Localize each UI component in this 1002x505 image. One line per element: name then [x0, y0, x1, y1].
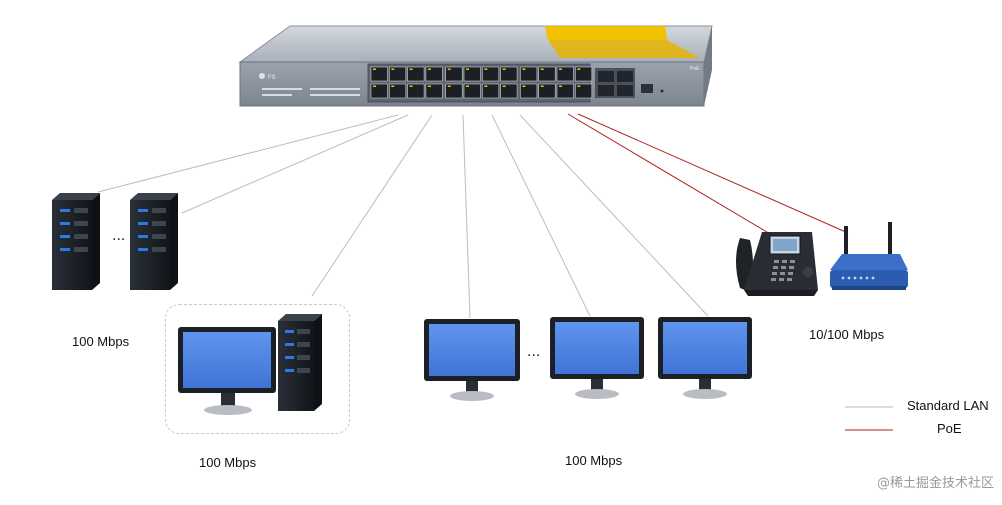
switch-port [463, 83, 481, 99]
monitor-ellipsis: ... [527, 343, 540, 360]
switch-ports [370, 66, 593, 99]
watermark: @稀土掘金技术社区 [876, 476, 994, 491]
port-led [502, 68, 506, 70]
wireless-router-icon [830, 222, 908, 290]
port-led [522, 68, 526, 70]
port-led [559, 68, 562, 70]
monitor-icon [424, 319, 520, 401]
port-led [484, 85, 488, 87]
lan-link-monitor-1 [462, 114, 471, 319]
port-led [391, 68, 395, 70]
port-led [427, 68, 431, 70]
port-led [484, 68, 488, 70]
port-led [540, 85, 544, 87]
server-tower-icon [52, 193, 100, 290]
monitor-icon [550, 317, 644, 399]
workstation-speed-label: 100 Mbps [199, 455, 257, 470]
poe-link-phone [567, 113, 773, 236]
port-led [391, 85, 395, 87]
lan-link-monitor-3 [519, 114, 709, 317]
monitor-icon [658, 317, 752, 399]
port-led [373, 85, 376, 87]
server-tower-icon [130, 193, 178, 290]
switch-port [370, 66, 388, 82]
switch-port [388, 83, 407, 99]
monitors-speed-label: 100 Mbps [565, 453, 623, 468]
lan-link-server-2 [181, 114, 409, 214]
switch-port [556, 66, 574, 82]
lan-links [97, 114, 709, 319]
switch-port [463, 66, 481, 82]
monitor-icon [178, 327, 276, 415]
switch-port [500, 66, 518, 82]
port-led [522, 85, 526, 87]
switch-port [520, 83, 538, 99]
switch-port [574, 66, 593, 82]
switch-port [556, 83, 574, 99]
switch-port [445, 66, 463, 82]
switch-port [425, 66, 443, 82]
left-servers-speed-label: 100 Mbps [72, 334, 130, 349]
switch-port [388, 66, 407, 82]
port-led [577, 68, 581, 70]
port-led [466, 85, 469, 87]
switch-brand: FS [268, 75, 276, 81]
port-led [540, 68, 544, 70]
switch-port [407, 66, 425, 82]
port-led [409, 68, 413, 70]
lan-link-monitor-2 [491, 114, 591, 317]
poe-links [567, 113, 849, 236]
server-ellipsis: ... [112, 227, 125, 244]
switch-port [481, 66, 500, 82]
switch-port [574, 83, 593, 99]
poe-devices-speed-label: 10/100 Mbps [809, 327, 885, 342]
legend-label-lan: Standard LAN [907, 398, 989, 413]
network-switch-icon: FS PoE [238, 25, 713, 107]
port-led [559, 85, 562, 87]
port-led [427, 85, 431, 87]
port-led [577, 85, 581, 87]
switch-port [445, 83, 463, 99]
lan-link-server-1 [97, 114, 399, 193]
switch-port [370, 83, 388, 99]
port-led [502, 85, 506, 87]
port-led [466, 68, 469, 70]
switch-port [425, 83, 443, 99]
switch-port [407, 83, 425, 99]
switch-badge: PoE [690, 66, 700, 72]
port-led [447, 68, 451, 70]
switch-port [538, 66, 556, 82]
port-led [409, 85, 413, 87]
switch-port [538, 83, 556, 99]
server-tower-icon [278, 314, 322, 411]
workstation-group-box [165, 304, 350, 434]
legend-label-poe: PoE [937, 421, 962, 436]
port-led [447, 85, 451, 87]
ip-phone-icon [736, 232, 818, 296]
switch-port [481, 83, 500, 99]
switch-port [520, 66, 538, 82]
lan-link-workstation [311, 114, 433, 297]
poe-link-router [577, 113, 849, 234]
port-led [373, 68, 376, 70]
switch-port [500, 83, 518, 99]
